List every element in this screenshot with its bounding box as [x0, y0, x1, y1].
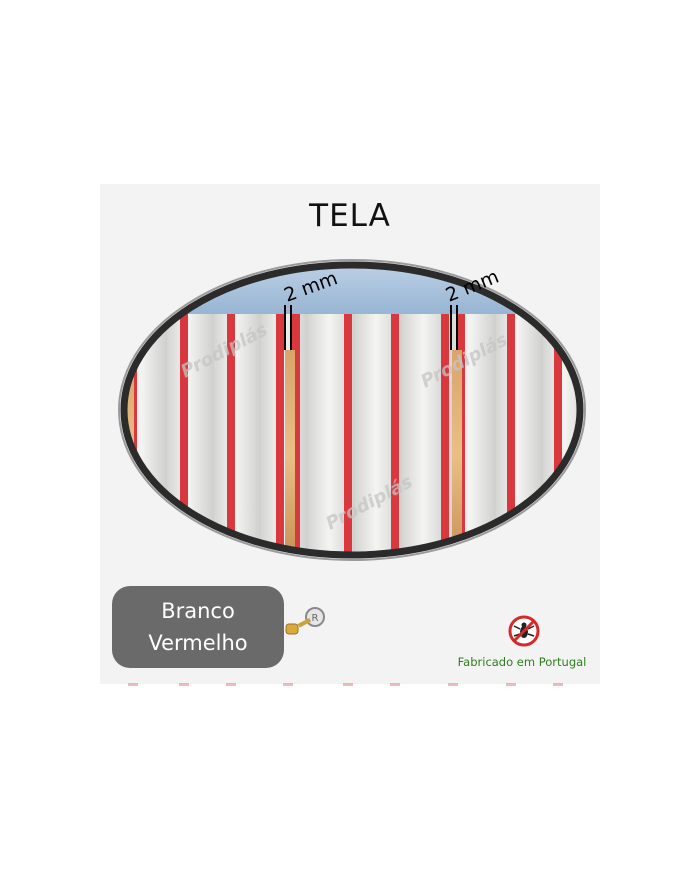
reflection-mark — [343, 683, 353, 686]
red-stripe — [391, 314, 399, 555]
red-stripe — [344, 314, 352, 555]
red-stripe — [227, 314, 235, 555]
lens-frame — [120, 261, 584, 559]
gap-marker-left — [284, 305, 292, 350]
curtain-strip — [261, 314, 308, 555]
reflection-mark — [506, 683, 516, 686]
red-stripe — [276, 314, 284, 555]
reflection-mark — [553, 683, 563, 686]
reflection-mark — [179, 683, 189, 686]
red-stripe — [441, 314, 449, 555]
svg-text:R: R — [312, 613, 319, 624]
wood-gap — [452, 350, 462, 555]
no-insect-icon — [508, 615, 540, 647]
lens-frame-outer — [118, 259, 586, 561]
reflection-mark — [128, 683, 138, 686]
reflection-mark — [283, 683, 293, 686]
wood-gap — [285, 350, 295, 555]
made-in-label: Fabricado em Portugal — [457, 655, 587, 669]
gap-marker-right — [450, 305, 458, 350]
red-stripe — [180, 314, 188, 555]
key-icon: R — [285, 607, 325, 635]
color-variant-secondary: Vermelho — [148, 631, 248, 655]
page-title: TELA — [309, 198, 391, 234]
color-variant-box: Branco Vermelho — [112, 586, 284, 668]
reflection-mark — [226, 683, 236, 686]
red-stripe — [292, 314, 300, 555]
color-variant-primary: Branco — [161, 599, 235, 623]
reflection-mark — [390, 683, 400, 686]
curtain-strips — [124, 314, 580, 555]
red-stripe — [507, 314, 515, 555]
red-stripe — [554, 314, 562, 555]
curtain-strip — [214, 314, 261, 555]
reflection-mark — [448, 683, 458, 686]
bottom-reflection — [128, 683, 563, 686]
